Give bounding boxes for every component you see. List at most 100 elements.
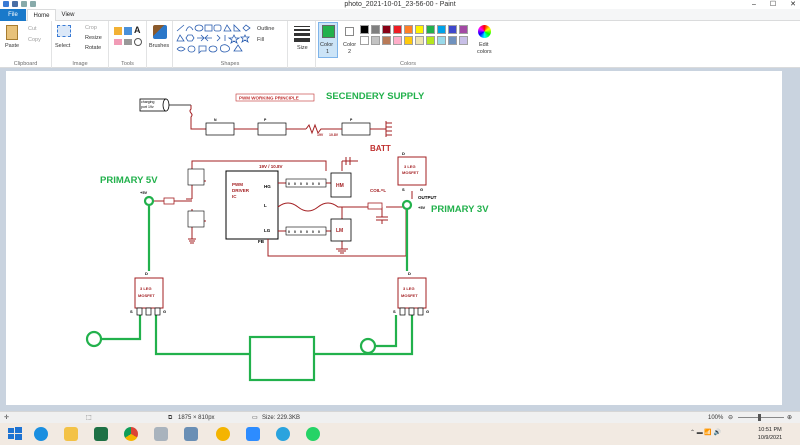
telegram-icon[interactable] bbox=[276, 427, 290, 441]
color2-swatch[interactable] bbox=[345, 27, 354, 36]
paint-app-icon bbox=[3, 1, 9, 7]
zoom-app-icon[interactable] bbox=[246, 427, 260, 441]
mosfet-left-d: D bbox=[145, 271, 148, 276]
palette-swatch[interactable] bbox=[371, 36, 380, 45]
copy-button[interactable]: Copy bbox=[28, 37, 41, 43]
color2-label: Color bbox=[343, 42, 357, 48]
palette-swatch[interactable] bbox=[448, 36, 457, 45]
image-group: Select Crop Resize Rotate Image bbox=[52, 21, 109, 68]
zoom-in-button[interactable]: ⊕ bbox=[787, 415, 793, 421]
palette-swatch[interactable] bbox=[426, 25, 435, 34]
palette-swatch[interactable] bbox=[415, 25, 424, 34]
palette-swatch[interactable] bbox=[415, 36, 424, 45]
brush-icon[interactable] bbox=[153, 25, 167, 39]
primary-5v-label: PRIMARY 5V bbox=[100, 175, 158, 186]
pin-hg: HG bbox=[264, 184, 271, 189]
undo-icon[interactable] bbox=[21, 1, 27, 7]
eraser-icon[interactable] bbox=[114, 39, 122, 45]
tab-view[interactable]: View bbox=[61, 12, 75, 18]
window-title: photo_2021-10-01_23-56-00 - Paint bbox=[344, 1, 456, 8]
paste-button[interactable]: Paste bbox=[5, 43, 20, 49]
mosfet-right-g: G bbox=[426, 309, 429, 314]
tab-home[interactable]: Home bbox=[27, 9, 56, 22]
clock-date: 10/9/2021 bbox=[757, 435, 783, 441]
file-explorer-icon[interactable] bbox=[64, 427, 78, 441]
color-picker-icon[interactable] bbox=[124, 39, 132, 45]
size-button[interactable]: Size bbox=[297, 45, 308, 51]
select-button[interactable]: Select bbox=[55, 43, 71, 49]
edit-colors-label[interactable]: Edit bbox=[479, 42, 489, 48]
excel-icon[interactable] bbox=[94, 427, 108, 441]
magnifier-icon[interactable] bbox=[134, 38, 142, 46]
palette-swatch[interactable] bbox=[426, 36, 435, 45]
system-tray-icons[interactable]: ⌃ ▬ 📶 🔊 bbox=[690, 430, 721, 436]
select-icon[interactable] bbox=[57, 25, 71, 37]
redo-icon[interactable] bbox=[30, 1, 36, 7]
chrome-icon[interactable] bbox=[124, 427, 138, 441]
text-icon[interactable]: A bbox=[134, 25, 141, 35]
maximize-button[interactable]: ☐ bbox=[769, 1, 777, 8]
start-button[interactable] bbox=[8, 427, 22, 441]
rotate-button[interactable]: Rotate bbox=[85, 45, 102, 51]
title-bar: photo_2021-10-01_23-56-00 - Paint – ☐ ✕ bbox=[0, 0, 800, 9]
palette-swatch[interactable] bbox=[382, 36, 391, 45]
palette-swatch[interactable] bbox=[459, 36, 468, 45]
save-icon[interactable] bbox=[12, 1, 18, 7]
tools-group: A Tools bbox=[109, 21, 147, 68]
color1-number: 1 bbox=[326, 49, 330, 55]
zoom-slider[interactable] bbox=[738, 417, 784, 418]
image-dimensions-icon: ⧉ bbox=[168, 415, 173, 421]
palette-swatch[interactable] bbox=[360, 25, 369, 34]
resize-button[interactable]: Resize bbox=[85, 35, 102, 41]
palette-swatch[interactable] bbox=[437, 25, 446, 34]
taskbar-clock[interactable]: 10:51 PM 10/9/2021 bbox=[750, 426, 790, 442]
size-lines-icon[interactable] bbox=[294, 26, 310, 42]
close-button[interactable]: ✕ bbox=[790, 1, 796, 8]
brushes-group: Brushes bbox=[147, 21, 173, 68]
palette-swatch[interactable] bbox=[404, 25, 413, 34]
clipboard-group-label: Clipboard bbox=[13, 61, 38, 67]
mosfet-left-g: G bbox=[163, 309, 166, 314]
palette-swatch[interactable] bbox=[393, 36, 402, 45]
shapes-gallery[interactable] bbox=[175, 23, 253, 55]
outline-dropdown[interactable]: Outline bbox=[257, 26, 275, 32]
minimize-button[interactable]: – bbox=[751, 1, 756, 8]
palette-swatch[interactable] bbox=[360, 36, 369, 45]
tab-file[interactable]: File bbox=[0, 9, 26, 21]
edit-colors-icon[interactable] bbox=[478, 25, 491, 38]
whatsapp-icon[interactable] bbox=[306, 427, 320, 441]
color1-label: Color bbox=[320, 42, 334, 48]
palette-swatch[interactable] bbox=[437, 36, 446, 45]
svg-text:0: 0 bbox=[288, 182, 290, 186]
fill-dropdown[interactable]: Fill bbox=[257, 37, 265, 43]
palette-swatch[interactable] bbox=[448, 25, 457, 34]
mosfet3-p: P bbox=[350, 118, 353, 122]
hm-label: HM bbox=[336, 183, 344, 189]
internet-explorer-icon[interactable] bbox=[34, 427, 48, 441]
palette-swatch[interactable] bbox=[382, 25, 391, 34]
palette-swatch[interactable] bbox=[404, 36, 413, 45]
app-icon[interactable] bbox=[184, 427, 198, 441]
brushes-button[interactable]: Brushes bbox=[149, 43, 170, 49]
palette-swatch[interactable] bbox=[393, 25, 402, 34]
edit-colors-label-2[interactable]: colors bbox=[477, 49, 492, 55]
pencil-icon[interactable] bbox=[114, 27, 122, 35]
batt-label: BATT bbox=[370, 144, 391, 153]
snipping-tool-icon[interactable] bbox=[154, 427, 168, 441]
svg-text:0: 0 bbox=[288, 230, 290, 234]
chrome-profile-icon[interactable] bbox=[216, 427, 230, 441]
pwm-heading: PWM WORKING PRINCIPLE bbox=[239, 96, 299, 101]
palette-swatch[interactable] bbox=[459, 25, 468, 34]
paint-canvas[interactable]: charging port 19v PWM WORKING PRINCIPLE … bbox=[6, 71, 782, 405]
mosfet-top-l1: 3 LEG bbox=[404, 164, 416, 169]
ribbon-tab-strip: File Home View bbox=[0, 9, 800, 22]
cut-button[interactable]: Cut bbox=[28, 26, 37, 32]
palette-swatch[interactable] bbox=[371, 25, 380, 34]
svg-text:0: 0 bbox=[306, 182, 308, 186]
svg-text:0: 0 bbox=[312, 230, 314, 234]
zoom-slider-thumb[interactable] bbox=[758, 414, 761, 421]
paste-icon[interactable] bbox=[6, 25, 18, 40]
fill-bucket-icon[interactable] bbox=[124, 27, 132, 35]
crop-button[interactable]: Crop bbox=[85, 25, 97, 31]
zoom-out-button[interactable]: ⊖ bbox=[728, 415, 734, 421]
